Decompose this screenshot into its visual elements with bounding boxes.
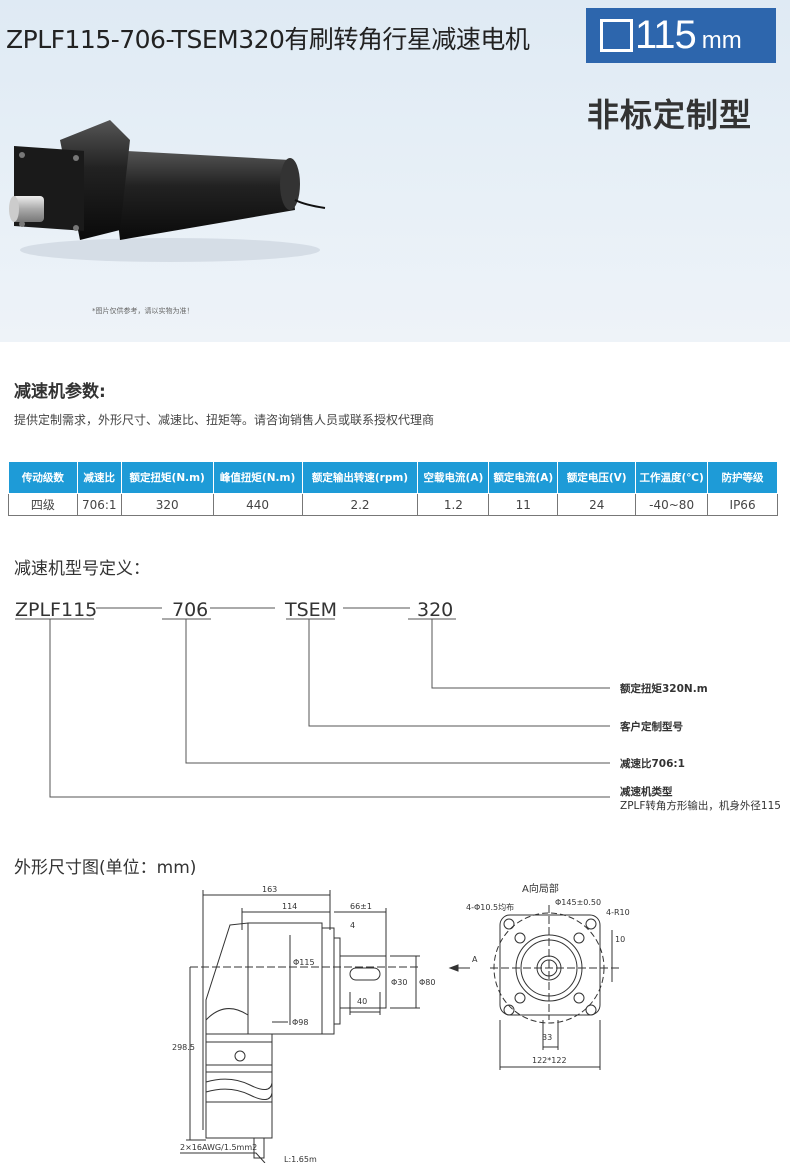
table-cell: IP66 bbox=[707, 493, 778, 516]
motor-photo bbox=[9, 120, 326, 262]
dim-40: 40 bbox=[357, 997, 367, 1006]
label-custom-model: 客户定制型号 bbox=[619, 720, 683, 733]
dim-phi115: Φ115 bbox=[293, 958, 315, 967]
column-header: 空载电流(A) bbox=[417, 461, 490, 494]
model-part-ratio: 706 bbox=[172, 599, 208, 621]
params-table: 传动级数 减速比 额定扭矩(N.m) 峰值扭矩(N.m) 额定输出转速(rpm)… bbox=[8, 461, 778, 516]
dim-163: 163 bbox=[262, 885, 277, 894]
model-heading: 减速机型号定义： bbox=[14, 559, 150, 579]
size-badge: 115 mm bbox=[586, 8, 776, 63]
column-header: 额定输出转速(rpm) bbox=[301, 461, 419, 494]
table-row: 四级 706:1 320 440 2.2 1.2 11 24 -40~80 IP… bbox=[8, 493, 778, 516]
dim-4: 4 bbox=[350, 921, 355, 930]
label-reducer-type: 减速机类型 bbox=[620, 785, 673, 798]
product-title: ZPLF115-706-TSEM320有刷转角行星减速电机 bbox=[6, 25, 530, 54]
table-cell: -40~80 bbox=[635, 493, 709, 516]
table-cell: 440 bbox=[212, 493, 303, 516]
cable-length: L:1.65m bbox=[284, 1155, 317, 1163]
model-definition-diagram: ZPLF115 706 TSEM 320 额定扭矩320N.m 客户定制型号 减… bbox=[15, 599, 781, 812]
table-cell: 2.2 bbox=[301, 493, 419, 516]
size-value: 115 bbox=[635, 13, 697, 57]
photo-disclaimer: *图片仅供参考，请以实物为准！ bbox=[92, 307, 194, 315]
table-cell: 1.2 bbox=[417, 493, 490, 516]
cable-spec: 2×16AWG/1.5mm2 bbox=[180, 1143, 257, 1152]
dimensions-heading: 外形尺寸图(单位：mm) bbox=[14, 858, 197, 878]
dim-length: 298.5 bbox=[172, 1043, 195, 1052]
dim-pcd: Φ145±0.50 bbox=[555, 898, 601, 907]
dim-66: 66±1 bbox=[350, 902, 372, 911]
table-cell: 11 bbox=[488, 493, 559, 516]
column-header: 减速比 bbox=[76, 461, 122, 494]
dim-122: 122*122 bbox=[532, 1056, 567, 1065]
product-banner: ZPLF115-706-TSEM320有刷转角行星减速电机 115 mm 非标定… bbox=[0, 0, 790, 342]
dim-phi30: Φ30 bbox=[391, 978, 407, 987]
column-header: 工作温度(℃) bbox=[635, 461, 709, 494]
table-cell: 706:1 bbox=[76, 493, 122, 516]
column-header: 额定扭矩(N.m) bbox=[120, 461, 214, 494]
column-header: 额定电压(V) bbox=[557, 461, 637, 494]
dim-phi80: Φ80 bbox=[419, 978, 435, 987]
table-cell: 四级 bbox=[8, 493, 78, 516]
dim-r10: 4-R10 bbox=[606, 908, 630, 917]
column-header: 传动级数 bbox=[8, 461, 78, 494]
model-part-torque: 320 bbox=[417, 599, 453, 621]
params-heading: 减速机参数: bbox=[14, 382, 106, 402]
square-icon bbox=[600, 19, 633, 52]
column-header: 防护等级 bbox=[707, 461, 778, 494]
dimension-drawing: 163 114 66±1 4 Φ115 Φ98 40 Φ30 Φ80 298.5… bbox=[172, 882, 630, 1163]
table-cell: 320 bbox=[120, 493, 214, 516]
dim-33: 33 bbox=[542, 1033, 552, 1042]
size-unit: mm bbox=[701, 26, 742, 54]
dim-114: 114 bbox=[282, 902, 297, 911]
label-rated-torque: 额定扭矩320N.m bbox=[619, 682, 708, 695]
dim-phi98: Φ98 bbox=[292, 1018, 308, 1027]
label-reducer-type-desc: ZPLF转角方形输出，机身外径115 bbox=[620, 799, 781, 812]
column-header: 额定电流(A) bbox=[488, 461, 559, 494]
params-description: 提供定制需求，外形尺寸、减速比、扭矩等。请咨询销售人员或联系授权代理商 bbox=[14, 413, 435, 427]
view-arrow-label: A bbox=[472, 955, 478, 964]
model-part-series: ZPLF115 bbox=[15, 599, 97, 621]
model-part-custom: TSEM bbox=[284, 599, 337, 621]
subtitle: 非标定制型 bbox=[587, 96, 753, 134]
view-a-label: A向局部 bbox=[522, 882, 559, 895]
dim-10: 10 bbox=[615, 935, 625, 944]
label-ratio: 减速比706:1 bbox=[620, 757, 685, 770]
column-header: 峰值扭矩(N.m) bbox=[212, 461, 303, 494]
table-header-row: 传动级数 减速比 额定扭矩(N.m) 峰值扭矩(N.m) 额定输出转速(rpm)… bbox=[8, 461, 778, 494]
table-cell: 24 bbox=[557, 493, 637, 516]
dim-holes: 4-Φ10.5均布 bbox=[466, 902, 514, 912]
